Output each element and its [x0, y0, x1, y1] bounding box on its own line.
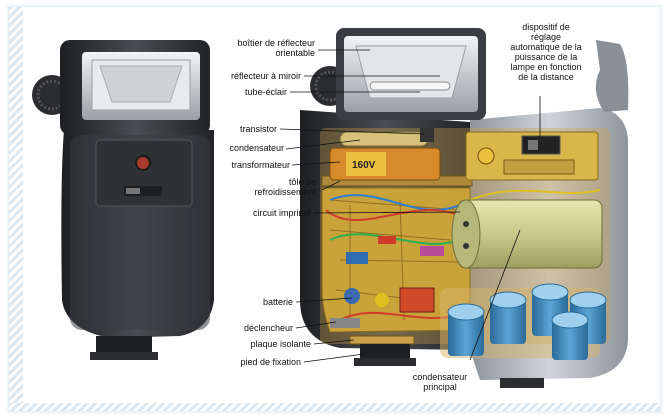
label-cooling-plate: tôle de refroidissement [254, 177, 316, 197]
label-text: condensateur principal [412, 372, 468, 392]
label-printed-circuit: circuit imprimé [253, 208, 311, 218]
flash-tube [369, 81, 451, 91]
board-components [344, 236, 444, 313]
label-battery: batterie [263, 297, 293, 307]
label-main-capacitor: condensateur principal [400, 372, 480, 392]
label-text: batterie [262, 297, 293, 307]
label-reflector-housing: boîtier de réflecteur orientable [237, 38, 315, 58]
label-text: réflecteur à miroir [230, 71, 301, 81]
casing-clip [595, 40, 629, 112]
label-text: transformateur [231, 160, 290, 170]
label-mirror-reflector: réflecteur à miroir [231, 71, 301, 81]
label-text: tube-éclair [244, 87, 287, 97]
voltage-marking: 160V [352, 160, 376, 171]
label-text: déclencheur [243, 323, 293, 333]
label-text: condensateur [229, 143, 284, 153]
label-text: transistor [239, 124, 277, 134]
insulating-plate [349, 335, 415, 345]
label-text: dispositif de réglage automatique de la … [510, 22, 582, 82]
label-text: plaque isolante [250, 339, 311, 349]
label-auto-power-device: dispositif de réglage automatique de la … [496, 22, 596, 82]
small-capacitor [339, 131, 429, 147]
transistor [420, 128, 434, 142]
label-insulating-plate: plaque isolante [250, 339, 311, 349]
mounting-foot [360, 344, 410, 360]
left-indicator-light [135, 155, 151, 171]
label-mounting-foot: pied de fixation [240, 357, 301, 367]
left-hot-shoe [96, 336, 152, 356]
label-text: circuit imprimé [252, 208, 311, 218]
trigger-contact [330, 318, 360, 328]
leader-lines [279, 49, 541, 363]
label-text: boîtier de réflecteur orientable [237, 38, 315, 58]
label-text: tôle de refroidissement [254, 177, 316, 197]
cutaway-flash-unit: 160V [300, 28, 629, 388]
label-text: pied de fixation [240, 357, 301, 367]
label-flash-tube: tube-éclair [245, 87, 287, 97]
label-transistor: transistor [240, 124, 277, 134]
label-transformer: transformateur [231, 160, 290, 170]
label-capacitor: condensateur [229, 143, 284, 153]
label-trigger: déclencheur [244, 323, 293, 333]
closed-flash-unit [32, 40, 215, 360]
batteries [440, 283, 607, 360]
